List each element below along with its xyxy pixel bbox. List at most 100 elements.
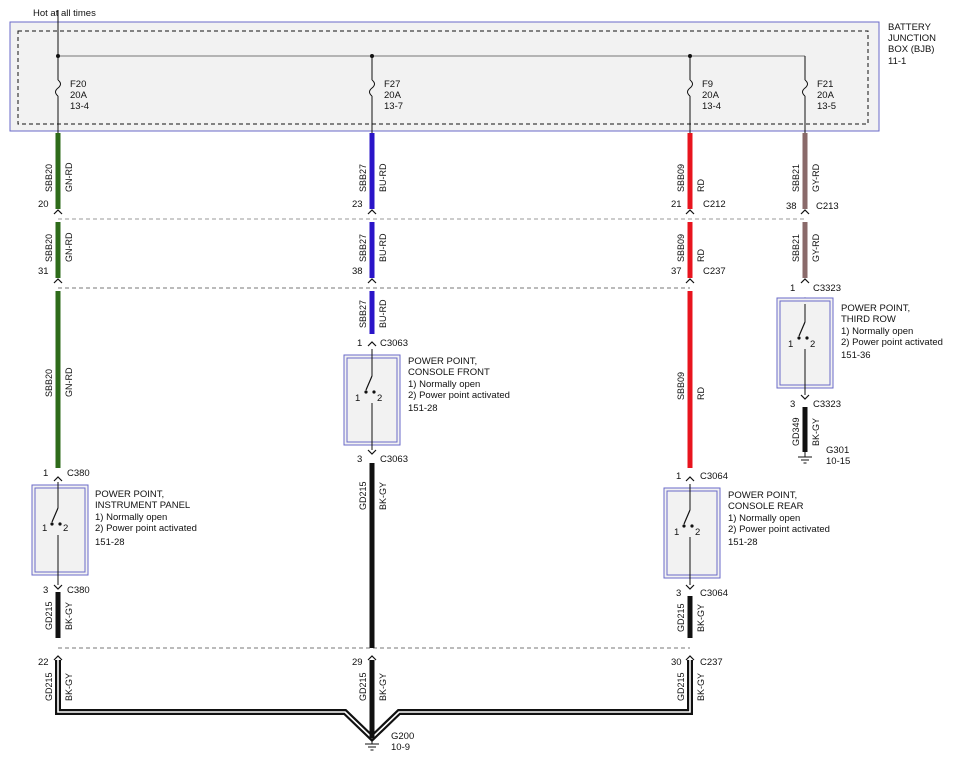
fuse-icon (369, 79, 375, 97)
component-ref: 151-28 (728, 537, 758, 548)
ground-icon (365, 743, 379, 751)
wire-label-circuit: SBB27 (358, 164, 368, 192)
component-title: CONSOLE REAR (728, 501, 804, 512)
switch-pin-b: 2 (810, 339, 815, 350)
wire-label-color: RD (696, 179, 706, 192)
connector-id: C212 (703, 199, 726, 210)
pin-number: 29 (352, 657, 363, 668)
fuse-rating: 20A (702, 90, 720, 101)
wire-label-color: GN-RD (64, 367, 74, 397)
connector-id: C380 (67, 468, 90, 479)
fuse-rating: 20A (70, 90, 88, 101)
component-state: 2) Power point activated (841, 337, 943, 348)
pin-number: 3 (790, 399, 795, 410)
pin-number: 3 (43, 585, 48, 596)
fuse-rating: 20A (817, 90, 835, 101)
pin-number: 37 (671, 266, 682, 277)
battery-junction-box: BATTERY JUNCTION BOX (BJB) 11-1 (9, 21, 936, 132)
component-box (663, 487, 721, 579)
wire-label-circuit: SBB21 (791, 234, 801, 262)
fuse-rating: 20A (384, 90, 402, 101)
fuse-name: F9 (702, 79, 713, 90)
component-ref: 151-28 (408, 403, 438, 414)
connector-id: C380 (67, 585, 90, 596)
bjb-title-3: BOX (BJB) (888, 44, 934, 55)
component-box-inner (666, 490, 718, 576)
power-point-third-row: 1 2 POWER POINT, THIRD ROW 1) Normally o… (776, 297, 943, 395)
component-state: 1) Normally open (728, 513, 800, 524)
pin-number: 38 (786, 201, 797, 212)
connector-id: C237 (703, 266, 726, 277)
component-state: 2) Power point activated (728, 524, 830, 535)
wire-label-color: GY-RD (811, 233, 821, 262)
connector-id: C3063 (380, 454, 408, 465)
bjb-title-2: JUNCTION (888, 33, 936, 44)
fuse-ref: 13-4 (70, 101, 89, 112)
pin-number: 3 (357, 454, 362, 465)
component-title: CONSOLE FRONT (408, 367, 490, 378)
pin-number: 1 (43, 468, 48, 479)
component-title: POWER POINT, (408, 356, 477, 367)
component-title: POWER POINT, (841, 303, 910, 314)
fuse-name: F21 (817, 79, 833, 90)
wire-label-circuit: GD215 (676, 603, 686, 632)
connector-id: C3064 (700, 471, 728, 482)
component-title: POWER POINT, (728, 490, 797, 501)
bjb-title-1: BATTERY (888, 22, 932, 33)
fuse-icon (687, 79, 693, 97)
pin-number: 20 (38, 199, 49, 210)
wire-label-circuit: GD215 (44, 601, 54, 630)
component-state: 2) Power point activated (408, 390, 510, 401)
ground-ref: 10-9 (391, 742, 410, 753)
pin-labels: 20 31 1 C380 3 C380 22 23 38 1 C3063 3 C… (38, 199, 841, 668)
connector-id: C213 (816, 201, 839, 212)
power-point-console-rear: 1 2 POWER POINT, CONSOLE REAR 1) Normall… (663, 484, 830, 585)
ground-ref: 10-15 (826, 456, 850, 467)
component-box (31, 484, 89, 576)
switch-pin-a: 1 (355, 393, 360, 404)
component-title: INSTRUMENT PANEL (95, 500, 190, 511)
fuse-ref: 13-4 (702, 101, 721, 112)
wire-label-color: BU-RD (378, 299, 388, 328)
bjb-inner-dashed (17, 30, 869, 125)
wire-label-circuit: SBB09 (676, 234, 686, 262)
pin-number: 23 (352, 199, 363, 210)
switch-pin-a: 1 (788, 339, 793, 350)
wire-label-color: RD (696, 249, 706, 262)
wire-label-circuit: SBB09 (676, 372, 686, 400)
wire-label-color: GY-RD (811, 163, 821, 192)
switch-pin-b: 2 (377, 393, 382, 404)
switch-icon (798, 321, 806, 337)
pin-number: 21 (671, 199, 682, 210)
power-bus (56, 10, 806, 80)
wire-label-circuit: GD349 (791, 417, 801, 446)
wire-label-color: BK-GY (811, 418, 821, 446)
wire-label-circuit: SBB21 (791, 164, 801, 192)
connector-id: C3064 (700, 588, 728, 599)
bjb-outline (9, 21, 880, 132)
wire-label-color: BK-GY (378, 482, 388, 510)
fuse-f27: F27 20A 13-7 (369, 79, 403, 133)
pin-number: 30 (671, 657, 682, 668)
wire-label-color: BU-RD (378, 163, 388, 192)
pin-number: 1 (676, 471, 681, 482)
component-box-inner (34, 487, 86, 573)
connector-id: C3063 (380, 338, 408, 349)
wire-label-color: RD (696, 387, 706, 400)
connector-chevrons (53, 209, 810, 661)
wire-label-circuit: SBB27 (358, 300, 368, 328)
power-point-instrument-panel: 1 2 POWER POINT, INSTRUMENT PANEL 1) Nor… (31, 482, 197, 585)
pin-number: 31 (38, 266, 49, 277)
component-state: 1) Normally open (841, 326, 913, 337)
ground-g200: G200 10-9 (365, 731, 414, 753)
wire-label-circuit: GD215 (358, 672, 368, 701)
component-state: 1) Normally open (408, 379, 480, 390)
switch-pin-b: 2 (695, 527, 700, 538)
wire-label-circuit: GD215 (358, 481, 368, 510)
wire-label-circuit: SBB20 (44, 234, 54, 262)
wire-label-color: BK-GY (378, 673, 388, 701)
component-ref: 151-28 (95, 537, 125, 548)
wire-label-color: BK-GY (64, 602, 74, 630)
ground-name: G200 (391, 731, 414, 742)
